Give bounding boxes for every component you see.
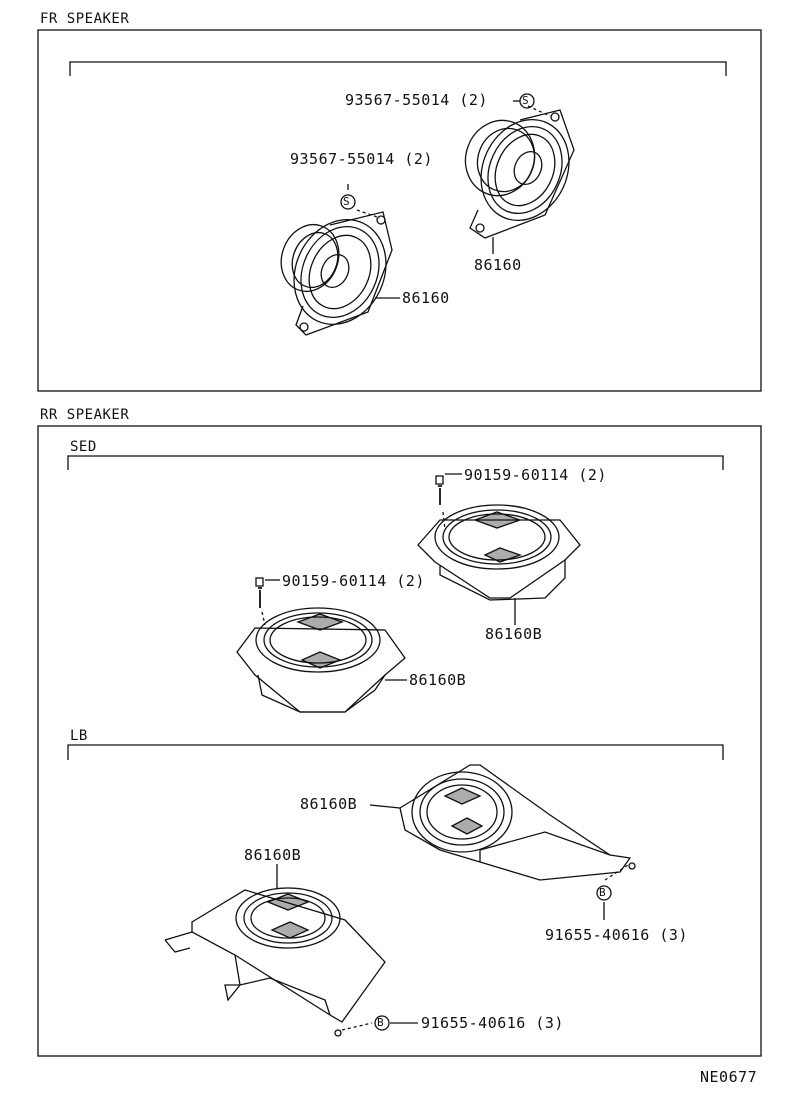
fr-section-frame <box>37 29 762 392</box>
sed-speaker-right-part-number: 86160B <box>485 625 543 643</box>
lb-group-bracket <box>67 744 724 760</box>
fr-screw-symbol-left <box>340 194 356 210</box>
sed-speaker-left-part-number: 86160B <box>409 671 467 689</box>
lb-bolt-symbol-right-letter: B <box>599 886 607 899</box>
lb-group-title: LB <box>70 728 88 744</box>
lb-bolt-left-part-number: 91655-40616 (3) <box>421 1014 564 1032</box>
sed-group-title: SED <box>70 439 97 455</box>
fr-screw-symbol-right-letter: S <box>522 94 530 107</box>
fr-group-bracket <box>69 61 727 76</box>
figure-code: NE0677 <box>700 1068 758 1086</box>
fr-screw-left-part-number: 93567-55014 (2) <box>290 150 433 168</box>
fr-speaker-left-drawing <box>280 211 393 336</box>
sed-group-bracket <box>67 455 724 470</box>
sed-screw-right-part-number: 90159-60114 (2) <box>464 466 607 484</box>
fr-screw-right-part-number: 93567-55014 (2) <box>345 91 488 109</box>
fr-speaker-right-part-number: 86160 <box>474 256 522 274</box>
lb-speaker-right-part-number: 86160B <box>300 795 358 813</box>
lb-bolt-symbol-right <box>596 885 612 901</box>
lb-bolt-right-part-number: 91655-40616 (3) <box>545 926 688 944</box>
lb-speaker-left-part-number: 86160B <box>244 846 302 864</box>
lb-speaker-left-drawing <box>164 887 386 1037</box>
fr-speaker-left-part-number: 86160 <box>402 289 450 307</box>
fr-speaker-right-drawing <box>464 109 575 239</box>
fr-screw-symbol-left-letter: S <box>343 195 351 208</box>
sed-speaker-right-drawing <box>417 475 581 601</box>
rr-section-frame <box>37 425 762 1057</box>
lb-bolt-symbol-left <box>374 1015 390 1031</box>
rr-section-title: RR SPEAKER <box>40 407 130 423</box>
lb-bolt-symbol-left-letter: B <box>377 1016 385 1029</box>
sed-screw-left-part-number: 90159-60114 (2) <box>282 572 425 590</box>
lb-speaker-right-drawing <box>399 764 636 881</box>
sed-speaker-left-drawing <box>236 577 406 713</box>
fr-section-title: FR SPEAKER <box>40 11 130 27</box>
